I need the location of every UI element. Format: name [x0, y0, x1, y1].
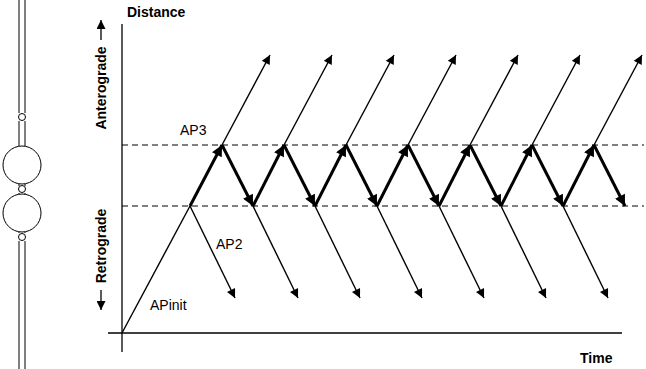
ap-trace — [315, 145, 346, 206]
ap-trace — [284, 145, 315, 206]
ap-trace — [594, 145, 625, 206]
ap-trace — [501, 206, 546, 298]
direction-label: Anterograde — [93, 46, 109, 129]
ap-trace — [315, 206, 360, 298]
signal-name: AP3 — [180, 122, 206, 138]
axes — [108, 24, 622, 352]
dashed-levels — [122, 145, 644, 206]
ap-trace — [594, 55, 642, 145]
ap-trace — [190, 206, 235, 298]
ap-trace — [439, 145, 470, 206]
ap-trace — [122, 206, 190, 333]
ap-trace — [253, 206, 298, 298]
ap-trace — [470, 145, 501, 206]
signal-name: AP2 — [216, 236, 242, 252]
ap-trace — [190, 145, 222, 206]
ap-trace — [377, 145, 408, 206]
ap-trace — [563, 145, 594, 206]
ap-trace — [439, 206, 484, 298]
ap-trace — [222, 55, 270, 145]
ap-trace — [501, 145, 532, 206]
axis-title: Time — [580, 350, 612, 366]
ap-trace — [284, 55, 332, 145]
ap-trace — [408, 55, 456, 145]
ap-trace — [532, 145, 563, 206]
ap-trace — [253, 145, 284, 206]
axon-illustration — [3, 0, 41, 369]
ap-trace — [470, 55, 518, 145]
ap-trace — [532, 55, 580, 145]
ap-trace — [377, 206, 422, 298]
ap-trace — [222, 145, 253, 206]
ap-trace — [346, 145, 377, 206]
signal-name: APinit — [150, 297, 187, 313]
direction-label: Retrograde — [93, 209, 109, 284]
ap-trace — [408, 145, 439, 206]
action-potential-traces — [122, 55, 642, 333]
axis-title: Distance — [127, 4, 185, 20]
ap-trace — [346, 55, 394, 145]
ap-trace — [563, 206, 608, 298]
